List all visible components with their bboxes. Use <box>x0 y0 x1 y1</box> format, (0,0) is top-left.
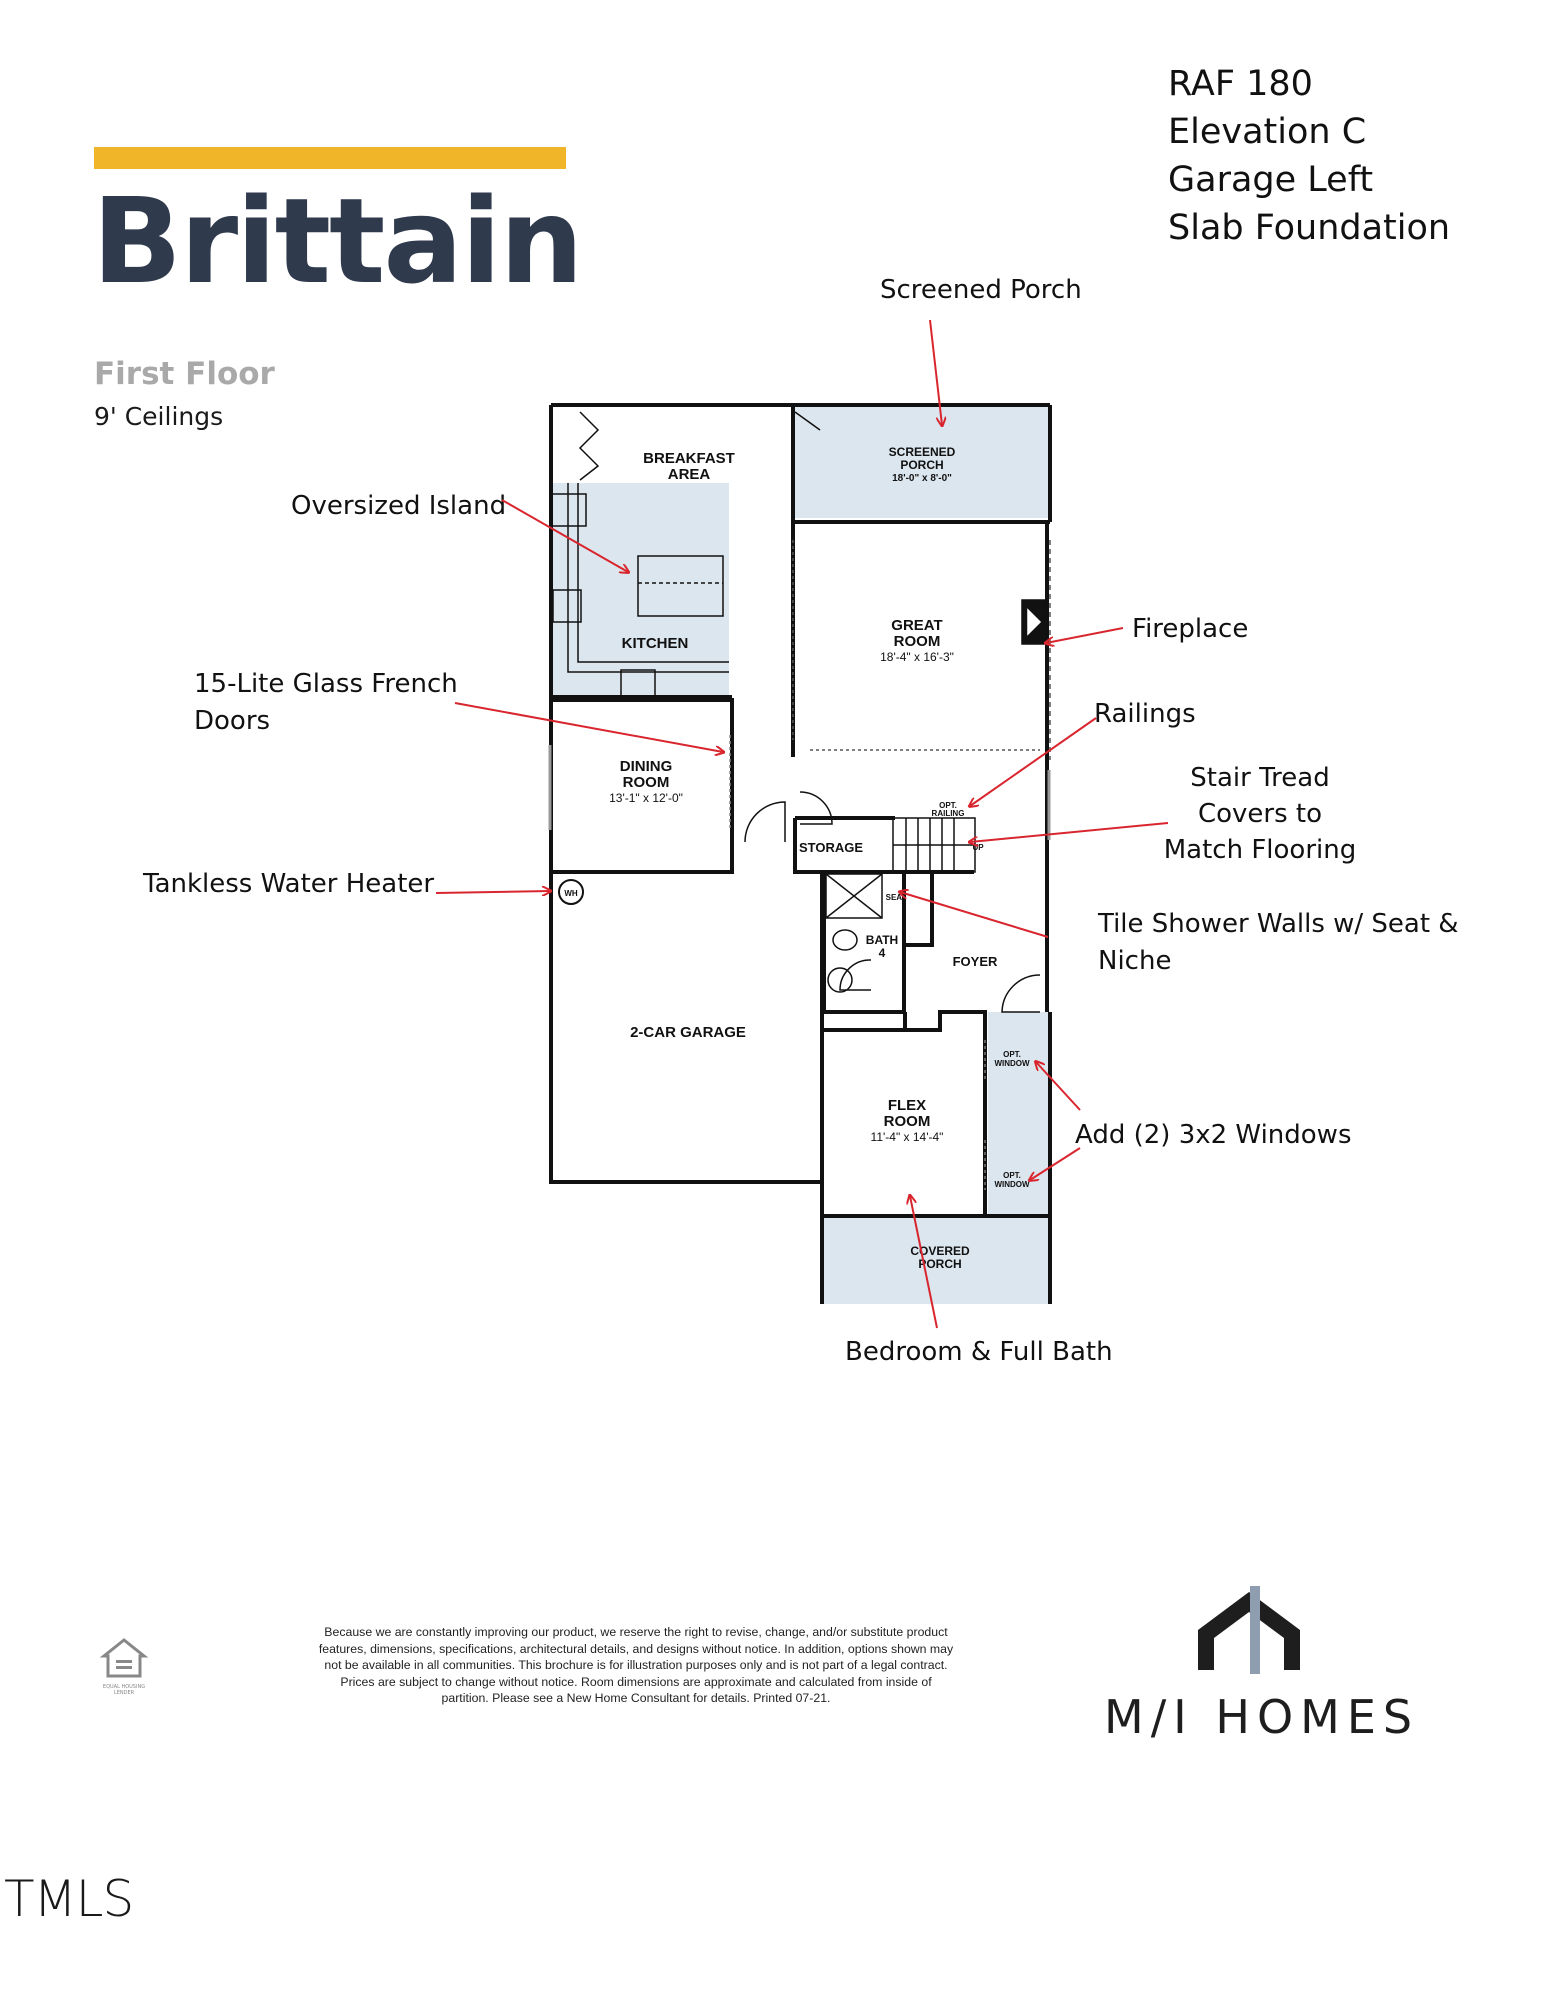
spec-line: Garage Left <box>1168 160 1374 200</box>
mi-homes-logo-icon <box>1198 1586 1300 1674</box>
room-label: WH <box>564 889 578 898</box>
ehl-line: EQUAL HOUSING <box>102 1684 146 1690</box>
floor-label: First Floor <box>94 356 275 392</box>
callout-windows: Add (2) 3x2 Windows <box>1075 1120 1352 1150</box>
room-label: BATH <box>866 933 898 947</box>
room-label: BREAKFAST <box>643 450 735 467</box>
callout-fireplace: Fireplace <box>1132 614 1249 644</box>
room-dimensions: 18'-4" x 16'-3" <box>880 650 954 664</box>
plan-title: Brittain <box>92 172 583 310</box>
callout-french-doors-line1: 15-Lite Glass French <box>194 669 458 699</box>
room-dimensions: 11'-4" x 14'-4" <box>871 1130 944 1144</box>
room-label: ROOM <box>623 774 670 791</box>
tmls-watermark: TMLS <box>4 1870 134 1928</box>
room-label: PORCH <box>900 458 943 472</box>
room-label: FLEX <box>888 1097 926 1114</box>
disclaimer-line: features, dimensions, specifications, ar… <box>318 1641 954 1656</box>
room-label: 2-CAR GARAGE <box>630 1024 746 1041</box>
room-label: OPT. <box>1003 1050 1021 1059</box>
callout-line: Stair Tread <box>1190 763 1330 793</box>
callout-screened-porch: Screened Porch <box>880 275 1082 305</box>
room-label: SEAT <box>886 893 907 902</box>
callout-arrows <box>435 319 1169 1329</box>
callout-shower-line1: Tile Shower Walls w/ Seat & <box>1098 909 1459 939</box>
ceiling-height: 9' Ceilings <box>94 402 224 431</box>
brand-name: M/I HOMES <box>1104 1690 1420 1744</box>
equal-housing-lender-icon <box>100 1638 148 1678</box>
disclaimer-line: Because we are constantly improving our … <box>324 1625 948 1639</box>
room-label: ROOM <box>894 633 941 650</box>
room-label: KITCHEN <box>622 635 689 652</box>
room-label: OPT. <box>939 801 957 810</box>
callout-french-doors-line2: Doors <box>194 706 271 736</box>
spec-line: Slab Foundation <box>1168 208 1451 248</box>
callout-stair-treads: Stair Tread Covers to Match Flooring <box>1150 760 1370 868</box>
room-dimensions: 18'-0" x 8'-0" <box>892 473 952 484</box>
room-label: COVERED <box>910 1244 970 1258</box>
room-label: PORCH <box>918 1257 961 1271</box>
room-label: 4 <box>879 946 886 960</box>
disclaimer-line: partition. Please see a New Home Consult… <box>441 1691 831 1706</box>
spec-line: RAF 180 <box>1168 64 1313 104</box>
room-label: OPT. <box>1003 1171 1021 1180</box>
room-label: WINDOW <box>994 1180 1030 1189</box>
room-label: RAILING <box>932 809 965 818</box>
callout-water-heater: Tankless Water Heater <box>143 869 435 899</box>
callout-bedroom: Bedroom & Full Bath <box>845 1337 1113 1367</box>
disclaimer-line: not be available in all communities. Thi… <box>324 1658 948 1673</box>
room-label: STORAGE <box>799 840 863 855</box>
callout-oversized-island: Oversized Island <box>291 491 507 521</box>
disclaimer-line: Prices are subject to change without not… <box>340 1674 932 1689</box>
room-label: GREAT <box>891 617 942 634</box>
callout-railings: Railings <box>1094 699 1196 729</box>
accent-bar <box>94 147 566 169</box>
callout-line: Match Flooring <box>1163 835 1357 865</box>
room-dimensions: 13'-1" x 12'-0" <box>609 791 683 805</box>
disclaimer: Because we are constantly improving our … <box>236 1624 1036 1707</box>
callout-line: Covers to <box>1197 799 1323 829</box>
ehl-line: LENDER <box>113 1690 135 1696</box>
covered-porch-fill <box>823 1216 1049 1304</box>
room-label: FOYER <box>953 954 998 969</box>
room-label: DINING <box>620 758 673 775</box>
room-label: WINDOW <box>994 1059 1030 1068</box>
room-label: UP <box>972 843 984 852</box>
plan-specs: RAF 180 Elevation C Garage Left Slab Fou… <box>1168 60 1450 252</box>
callout-shower-line2: Niche <box>1098 946 1172 976</box>
spec-line: Elevation C <box>1168 112 1367 152</box>
room-label: AREA <box>668 466 711 483</box>
floor-plan: BREAKFAST AREA SCREENED PORCH 18'-0" x 8… <box>435 319 1169 1329</box>
screened-porch-fill <box>793 405 1048 518</box>
room-label: ROOM <box>884 1113 931 1130</box>
ehl-text: EQUAL HOUSING LENDER <box>98 1684 150 1696</box>
room-label: SCREENED <box>889 445 956 459</box>
